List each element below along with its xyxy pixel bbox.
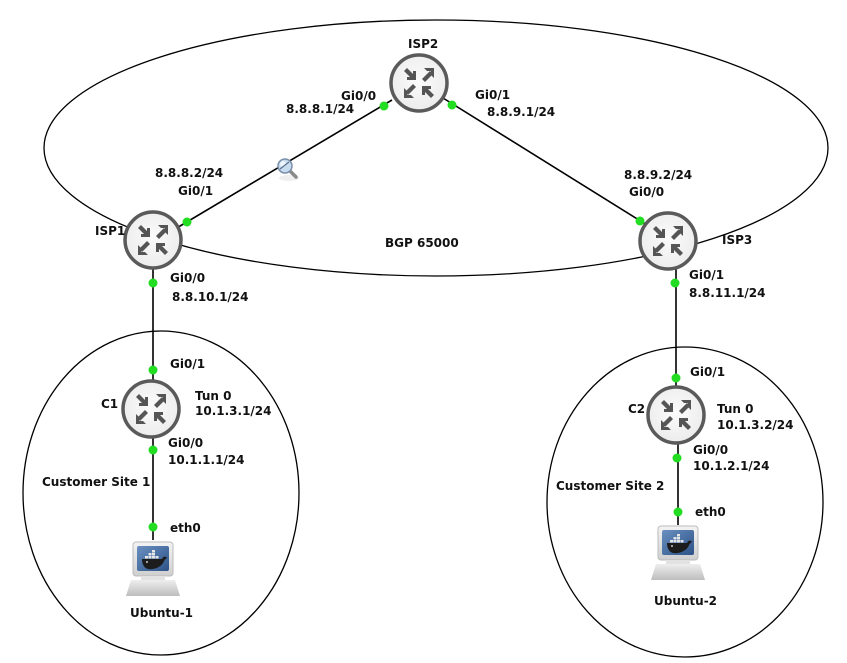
ip-label-c2-gi00: 10.1.2.1/24 bbox=[693, 459, 770, 473]
node-label-c2: C2 bbox=[628, 402, 645, 416]
if-label-isp3-gi00: Gi0/0 bbox=[629, 185, 664, 199]
node-label-c1: C1 bbox=[101, 397, 118, 411]
if-label-isp3-gi01: Gi0/1 bbox=[689, 268, 724, 282]
packet-capture-icon[interactable] bbox=[277, 158, 299, 181]
node-label-isp1: ISP1 bbox=[95, 224, 125, 238]
if-label-isp1-gi00: Gi0/0 bbox=[170, 271, 205, 285]
if-label-isp1-gi01: Gi0/1 bbox=[178, 184, 213, 198]
ip-label-c2-tun0: 10.1.3.2/24 bbox=[717, 418, 794, 432]
port-isp1-gi00[interactable] bbox=[148, 278, 158, 288]
customer-site-1-boundary bbox=[22, 330, 300, 656]
port-isp2-gi00[interactable] bbox=[379, 101, 389, 111]
if-label-c1-tun0: Tun 0 bbox=[195, 389, 231, 403]
router-isp3[interactable] bbox=[638, 211, 698, 271]
if-label-isp2-gi01: Gi0/1 bbox=[475, 88, 510, 102]
port-ubuntu1-eth0[interactable] bbox=[148, 522, 158, 532]
port-isp3-gi00[interactable] bbox=[635, 216, 645, 226]
port-c2-gi01[interactable] bbox=[671, 373, 681, 383]
bgp-zone-boundary bbox=[43, 19, 829, 277]
ip-label-isp2-gi00: 8.8.8.1/24 bbox=[286, 102, 354, 116]
docker-host-ubuntu2[interactable] bbox=[650, 525, 706, 581]
customer-site-2-boundary bbox=[546, 346, 824, 658]
if-label-ubuntu1-eth0: eth0 bbox=[170, 521, 201, 535]
node-label-ubuntu1: Ubuntu-1 bbox=[130, 606, 193, 620]
ip-label-c1-tun0: 10.1.3.1/24 bbox=[195, 404, 272, 418]
router-c2[interactable] bbox=[646, 385, 706, 445]
ip-label-isp3-gi01: 8.8.11.1/24 bbox=[689, 286, 766, 300]
ip-label-isp1-gi01: 8.8.8.2/24 bbox=[155, 166, 223, 180]
node-label-ubuntu2: Ubuntu-2 bbox=[654, 594, 717, 608]
if-label-ubuntu2-eth0: eth0 bbox=[695, 505, 726, 519]
ip-label-c1-gi00: 10.1.1.1/24 bbox=[168, 453, 245, 467]
if-label-c1-gi00: Gi0/0 bbox=[168, 436, 203, 450]
router-isp2[interactable] bbox=[389, 53, 449, 113]
ip-label-isp2-gi01: 8.8.9.1/24 bbox=[487, 105, 555, 119]
port-c1-gi00[interactable] bbox=[148, 445, 158, 455]
node-label-isp2: ISP2 bbox=[408, 37, 438, 51]
if-label-isp2-gi00: Gi0/0 bbox=[341, 89, 376, 103]
router-isp1[interactable] bbox=[123, 210, 183, 270]
if-label-c2-gi00: Gi0/0 bbox=[693, 443, 728, 457]
ip-label-isp3-gi00: 8.8.9.2/24 bbox=[624, 168, 692, 182]
zone-label-site1: Customer Site 1 bbox=[42, 475, 150, 489]
if-label-c2-tun0: Tun 0 bbox=[717, 402, 753, 416]
port-c1-gi01[interactable] bbox=[148, 365, 158, 375]
port-isp2-gi01[interactable] bbox=[447, 100, 457, 110]
node-label-isp3: ISP3 bbox=[722, 233, 752, 247]
port-isp1-gi01[interactable] bbox=[182, 217, 192, 227]
zone-label-site2: Customer Site 2 bbox=[556, 479, 664, 493]
ip-label-isp1-gi00: 8.8.10.1/24 bbox=[172, 290, 249, 304]
docker-host-ubuntu1[interactable] bbox=[125, 541, 181, 597]
zone-label-bgp: BGP 65000 bbox=[385, 236, 459, 250]
router-c1[interactable] bbox=[121, 379, 181, 439]
port-isp3-gi01[interactable] bbox=[670, 278, 680, 288]
port-c2-gi00[interactable] bbox=[672, 453, 682, 463]
if-label-c2-gi01: Gi0/1 bbox=[690, 365, 725, 379]
if-label-c1-gi01: Gi0/1 bbox=[170, 357, 205, 371]
port-ubuntu2-eth0[interactable] bbox=[673, 507, 683, 517]
link-isp2-isp3[interactable] bbox=[442, 97, 656, 231]
